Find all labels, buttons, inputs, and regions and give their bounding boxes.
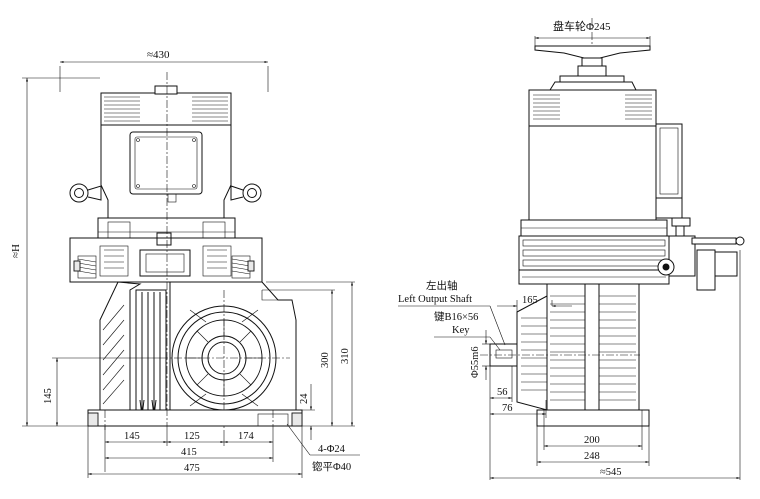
dim-545: ≈545 [600, 467, 622, 478]
front-dimensions: ≈430 ≈H 145 300 310 24 [10, 49, 360, 478]
label-key-cn: 键B16×56 [434, 310, 478, 323]
dim-145-left: 145 [43, 388, 54, 404]
dim-width-430: ≈430 [147, 49, 170, 61]
dim-200: 200 [584, 435, 600, 446]
label-holes: 4-Φ24 [318, 444, 346, 455]
dim-24: 24 [299, 393, 310, 404]
label-spotface: 锪平Φ40 [312, 460, 351, 473]
dim-bottom-174: 174 [238, 431, 255, 442]
dim-shaft-dia: Φ55m6 [470, 346, 481, 378]
dim-475: 475 [184, 463, 200, 474]
dim-bottom-145: 145 [124, 431, 140, 442]
dim-height-h: ≈H [10, 244, 22, 258]
dim-bottom-125: 125 [184, 431, 200, 442]
side-motor [520, 89, 683, 237]
dim-248: 248 [584, 451, 600, 462]
label-key-en: Key [452, 325, 470, 336]
front-base [87, 409, 303, 430]
dim-415: 415 [181, 447, 197, 458]
side-gearbox [480, 283, 650, 427]
dim-165: 165 [522, 295, 538, 306]
dim-310: 310 [340, 348, 351, 364]
side-dimensions: 左出轴 Left Output Shaft 键B16×56 Key 165 Φ5… [398, 250, 741, 480]
side-brake [518, 217, 745, 291]
label-shaft-en: Left Output Shaft [398, 294, 472, 305]
dim-56: 56 [497, 387, 508, 398]
label-shaft-cn: 左出轴 [426, 279, 458, 292]
side-handwheel: 盘车轮Φ245 [534, 18, 651, 210]
front-view: ≈430 ≈H 145 300 310 24 [10, 49, 360, 478]
dim-300: 300 [320, 352, 331, 368]
front-brake [69, 217, 263, 283]
label-handwheel: 盘车轮Φ245 [553, 19, 611, 33]
front-motor [69, 85, 262, 219]
front-gearbox [99, 281, 297, 428]
side-view: 盘车轮Φ245 [398, 18, 745, 480]
dim-76: 76 [502, 403, 513, 414]
